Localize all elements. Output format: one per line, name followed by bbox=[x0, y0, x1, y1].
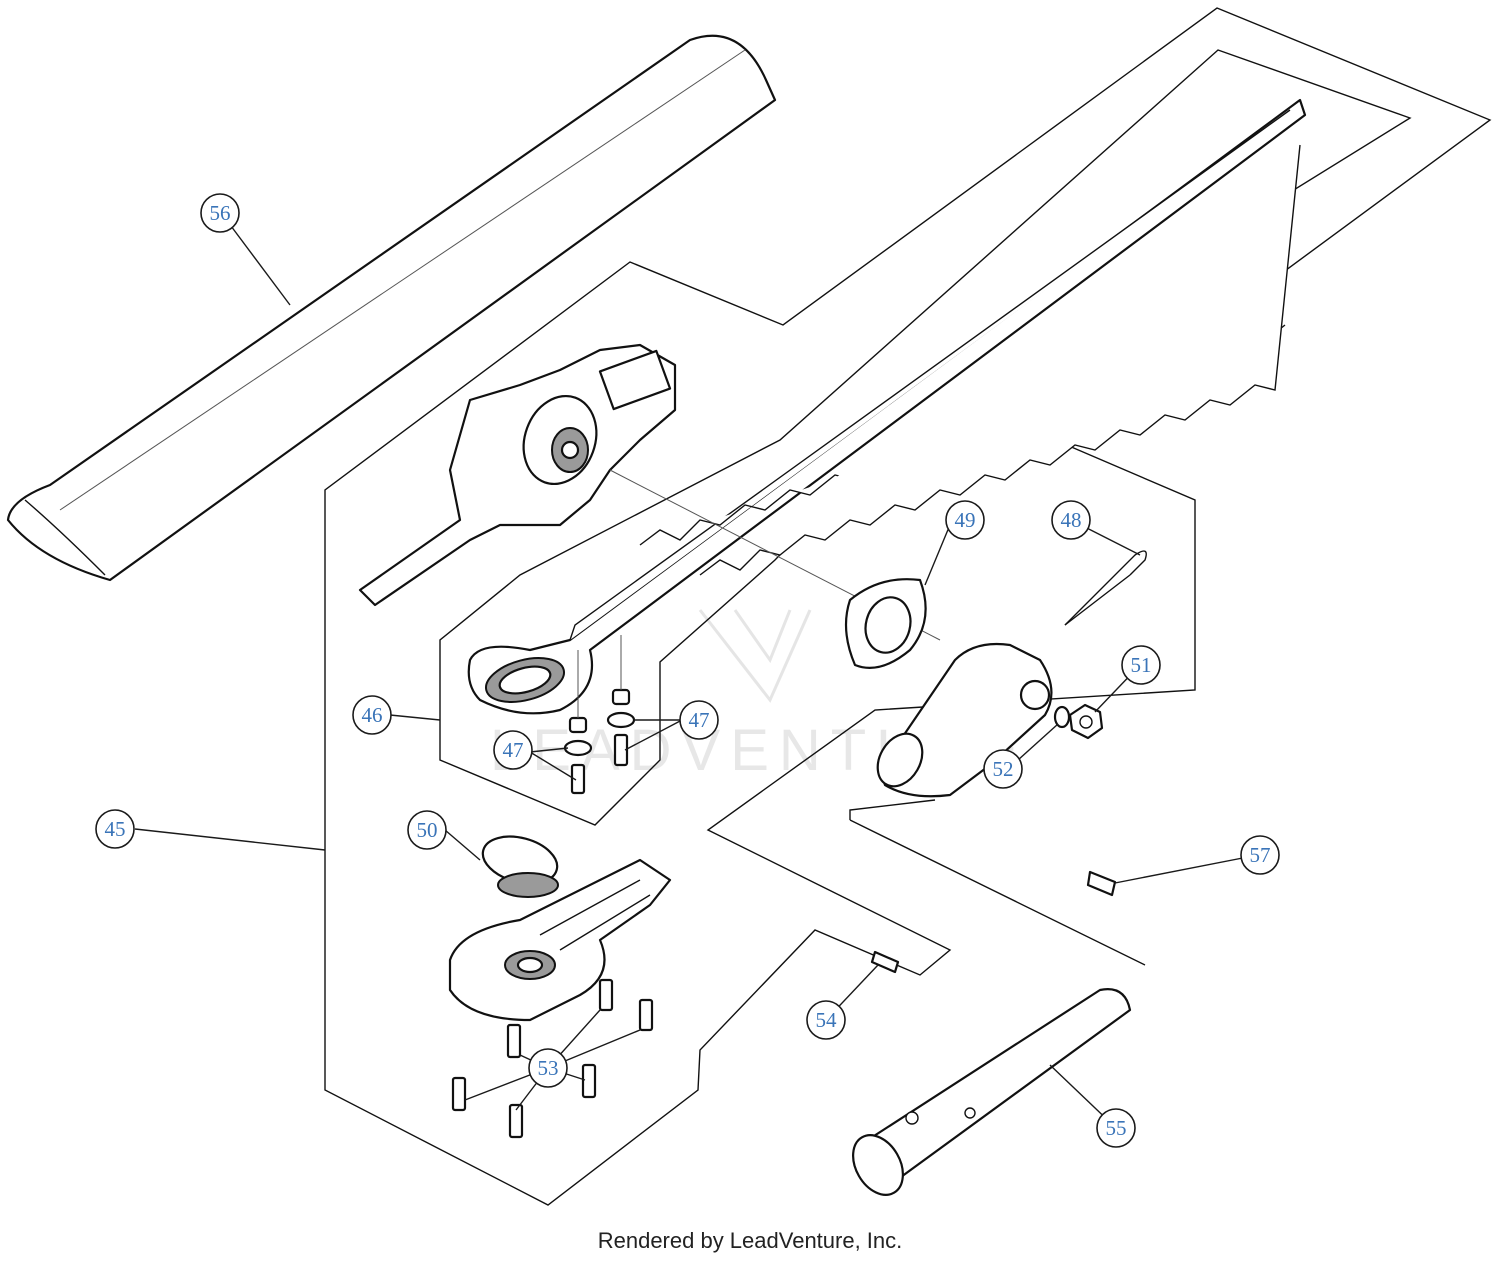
callout-45: 45 bbox=[95, 809, 135, 849]
cap-part bbox=[481, 835, 559, 898]
screw-54-part bbox=[870, 950, 900, 974]
callout-57-label: 57 bbox=[1250, 843, 1271, 867]
callout-47-right-label: 47 bbox=[689, 708, 710, 732]
callout-55: 55 bbox=[1096, 1108, 1136, 1148]
hedge-blade-part bbox=[467, 98, 1307, 715]
callout-56-label: 56 bbox=[210, 201, 231, 225]
callout-53: 53 bbox=[528, 1048, 568, 1088]
callout-48-label: 48 bbox=[1061, 508, 1082, 532]
footer-credit: Rendered by LeadVenture, Inc. bbox=[597, 1228, 903, 1253]
callout-47-left: 47 bbox=[493, 730, 533, 770]
callout-54: 54 bbox=[806, 1000, 846, 1040]
callout-45-label: 45 bbox=[105, 817, 126, 841]
callout-51: 51 bbox=[1121, 645, 1161, 685]
callout-46: 46 bbox=[352, 695, 392, 735]
rod-part bbox=[1064, 550, 1147, 626]
callout-46-label: 46 bbox=[362, 703, 383, 727]
callout-49-label: 49 bbox=[955, 508, 976, 532]
cover-screws-parts bbox=[451, 978, 654, 1139]
tube-guide-lines bbox=[849, 799, 1146, 966]
callout-57: 57 bbox=[1240, 835, 1280, 875]
callout-51-label: 51 bbox=[1131, 653, 1152, 677]
adapter-housing-part bbox=[876, 642, 1053, 798]
callout-53-label: 53 bbox=[538, 1056, 559, 1080]
group-outline-45 bbox=[324, 7, 1492, 1206]
screw-spacer-parts bbox=[563, 635, 636, 795]
callout-52-label: 52 bbox=[993, 757, 1014, 781]
blade-cover-part bbox=[6, 34, 777, 582]
callout-52: 52 bbox=[983, 749, 1023, 789]
callout-49: 49 bbox=[945, 500, 985, 540]
callout-56: 56 bbox=[200, 193, 240, 233]
callout-55-label: 55 bbox=[1106, 1116, 1127, 1140]
callout-48: 48 bbox=[1051, 500, 1091, 540]
nut-part bbox=[1068, 703, 1104, 740]
callout-47-left-label: 47 bbox=[503, 738, 524, 762]
callout-47-right: 47 bbox=[679, 700, 719, 740]
gasket-part bbox=[844, 578, 927, 669]
callout-54-label: 54 bbox=[816, 1008, 838, 1032]
washer-part bbox=[1053, 705, 1071, 729]
callout-50: 50 bbox=[407, 810, 447, 850]
screw-57-part bbox=[1086, 870, 1117, 897]
tube-part bbox=[852, 988, 1132, 1196]
callout-50-label: 50 bbox=[417, 818, 438, 842]
gearbox-part bbox=[358, 343, 941, 641]
cover-plate-part bbox=[448, 858, 672, 1022]
